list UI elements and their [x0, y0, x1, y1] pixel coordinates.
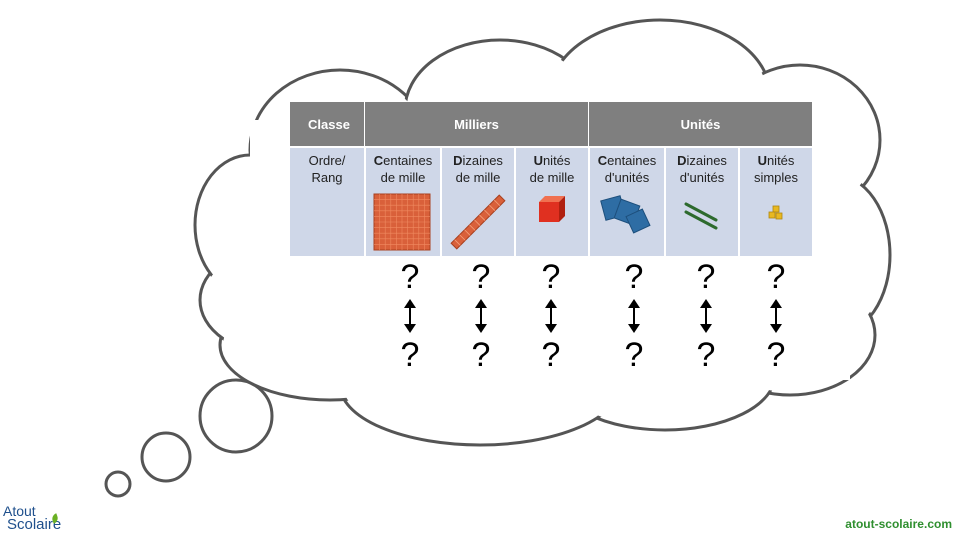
- question-mark: ?: [471, 336, 491, 374]
- row-label-ordre-rang: Ordre/ Rang: [290, 148, 364, 256]
- logo-line2: Scolaire: [7, 516, 62, 533]
- question-pair-4: ? ?: [614, 258, 654, 374]
- double-arrow-icon: [614, 296, 654, 336]
- question-pair-3: ? ?: [531, 258, 571, 374]
- question-mark: ?: [766, 258, 786, 296]
- question-mark: ?: [541, 258, 561, 296]
- question-mark: ?: [696, 258, 716, 296]
- question-mark: ?: [471, 258, 491, 296]
- question-mark: ?: [624, 336, 644, 374]
- question-mark: ?: [541, 336, 561, 374]
- tens-rods-icon: [684, 202, 718, 230]
- thought-bubble-small: [104, 470, 132, 498]
- place-value-table: Classe Milliers Unités Ordre/ Rang Centa…: [290, 102, 812, 256]
- question-mark: ?: [624, 258, 644, 296]
- double-arrow-icon: [461, 296, 501, 336]
- double-arrow-icon: [390, 296, 430, 336]
- header-unites: Unités: [588, 102, 812, 146]
- question-mark: ?: [766, 336, 786, 374]
- question-pair-1: ? ?: [390, 258, 430, 374]
- thought-bubble-large: [198, 378, 274, 454]
- question-mark: ?: [400, 258, 420, 296]
- units-cubes-icon: [768, 205, 783, 220]
- ten-thousand-rod-icon: [450, 194, 506, 250]
- website-link[interactable]: atout-scolaire.com: [845, 517, 952, 531]
- double-arrow-icon: [686, 296, 726, 336]
- question-pair-5: ? ?: [686, 258, 726, 374]
- question-pair-2: ? ?: [461, 258, 501, 374]
- double-arrow-icon: [756, 296, 796, 336]
- header-classe: Classe: [290, 102, 364, 146]
- header-milliers: Milliers: [364, 102, 588, 146]
- thousand-cube-icon: [539, 196, 565, 222]
- question-mark: ?: [696, 336, 716, 374]
- atout-scolaire-logo: Atout Scolaire: [3, 504, 61, 532]
- hundreds-plates-icon: [600, 195, 651, 234]
- hundred-thousand-plate-icon: [373, 193, 431, 251]
- question-mark: ?: [400, 336, 420, 374]
- question-pair-6: ? ?: [756, 258, 796, 374]
- thought-bubble-medium: [140, 431, 192, 483]
- double-arrow-icon: [531, 296, 571, 336]
- logo-line1: Atout: [3, 503, 36, 519]
